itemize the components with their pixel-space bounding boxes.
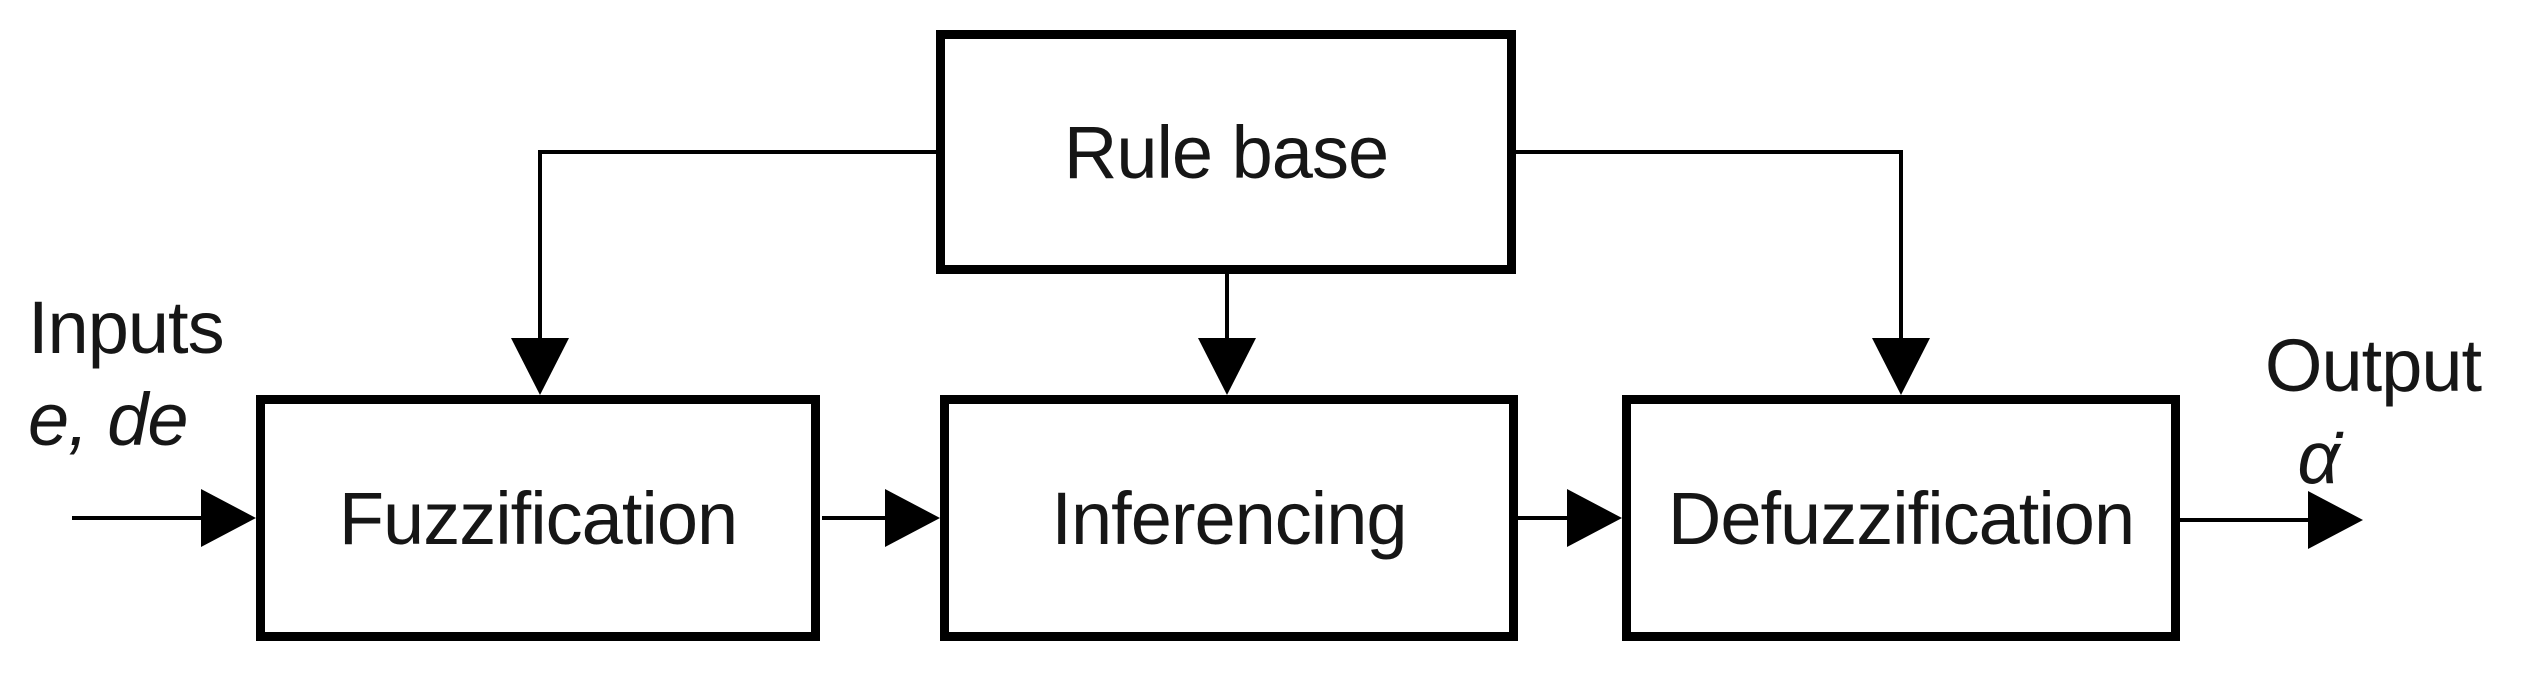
connector-input-to-fuzzification — [72, 516, 212, 520]
connector-inferencing-to-defuzzification — [1518, 516, 1575, 520]
output-label: Output α̇ — [2258, 320, 2488, 504]
defuzzification-box: Defuzzification — [1622, 395, 2180, 641]
arrowhead-down-icon — [1872, 338, 1930, 395]
arrowhead-down-icon — [1198, 338, 1256, 395]
arrowhead-down-icon — [511, 338, 569, 395]
connector-rulebase-to-fuzzification-vertical — [538, 150, 542, 340]
fuzzification-box: Fuzzification — [256, 395, 820, 641]
connector-rulebase-to-fuzzification-horizontal — [538, 150, 936, 154]
rule-base-label: Rule base — [1063, 110, 1389, 194]
output-label-variable: α̇ — [2297, 416, 2339, 499]
connector-rulebase-to-inferencing-vertical — [1225, 274, 1229, 340]
arrowhead-right-icon — [201, 489, 256, 547]
fuzzification-label: Fuzzification — [338, 476, 738, 560]
arrowhead-right-icon — [2308, 491, 2363, 549]
connector-fuzzification-to-inferencing — [822, 516, 892, 520]
inferencing-label: Inferencing — [1051, 476, 1407, 560]
rule-base-box: Rule base — [936, 30, 1516, 274]
inputs-label-title: Inputs — [28, 286, 225, 369]
inputs-label-variables: e, de — [28, 378, 189, 461]
arrowhead-right-icon — [1567, 489, 1622, 547]
inferencing-box: Inferencing — [940, 395, 1518, 641]
inputs-label: Inputs e, de — [28, 282, 225, 466]
output-label-title: Output — [2264, 324, 2482, 407]
connector-rulebase-to-defuzzification-vertical — [1899, 150, 1903, 340]
connector-defuzzification-to-output — [2180, 518, 2310, 522]
arrowhead-right-icon — [885, 489, 940, 547]
defuzzification-label: Defuzzification — [1667, 476, 2135, 560]
connector-rulebase-to-defuzzification-horizontal — [1516, 150, 1903, 154]
